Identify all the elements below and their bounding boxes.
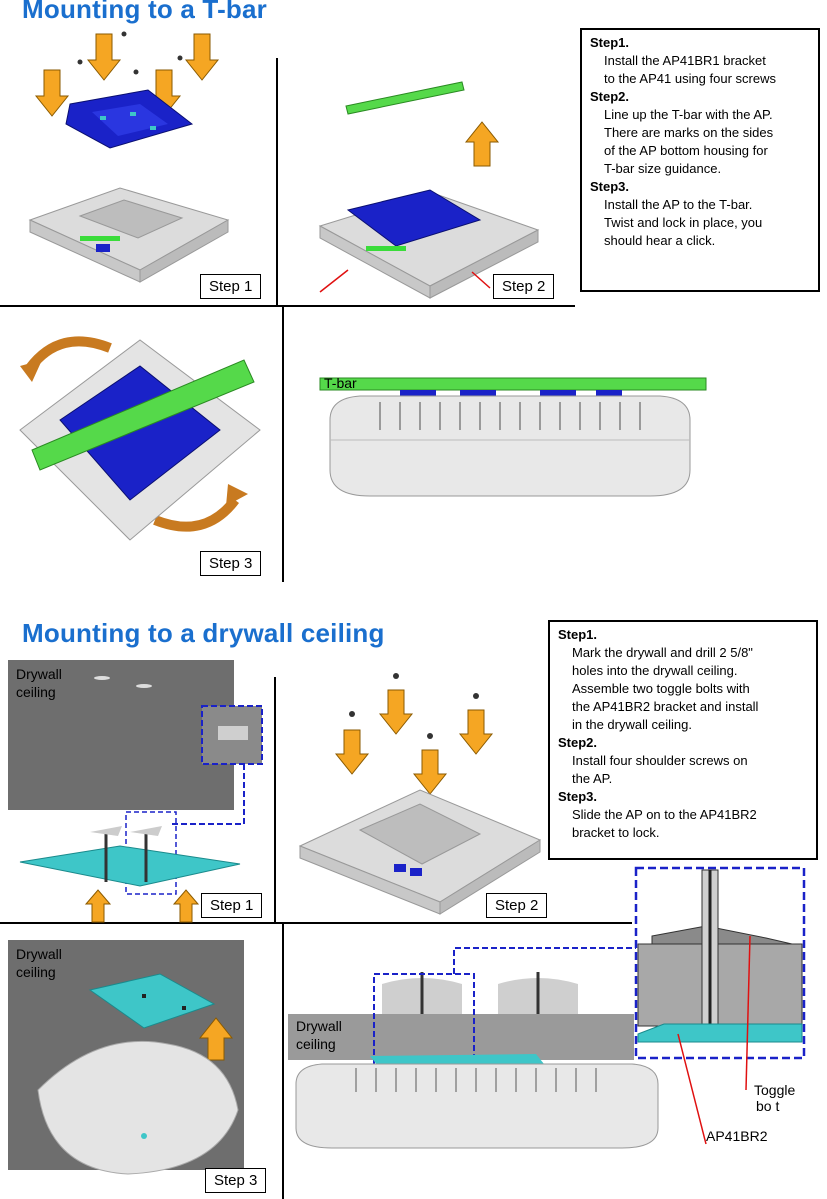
s1-step3-line3: should hear a click. <box>604 233 716 248</box>
s1-step2-line4: T-bar size guidance. <box>604 161 722 176</box>
s1-step1-line2: to the AP41 using four screws <box>604 71 776 86</box>
drywall-label-1a: Drywall <box>16 666 62 682</box>
s1-step3-line2: Twist and lock in place, you <box>604 215 763 230</box>
drywall-label-8b: ceiling <box>296 1036 336 1052</box>
panel5-illustration <box>19 676 263 923</box>
section2-steps-box: Step1. Mark the drywall and drill 2 5/8"… <box>548 620 818 860</box>
drywall-label-3b: ceiling <box>16 964 56 980</box>
divider-v-2a <box>274 677 276 922</box>
s2-step1-line5: in the drywall ceiling. <box>572 717 692 732</box>
section1-steps-box: Step1. Install the AP41BR1 bracket to th… <box>580 28 820 292</box>
divider-v-1b <box>282 307 284 582</box>
panel2-illustration <box>318 81 540 299</box>
panel1-illustration <box>28 31 230 283</box>
panel6-illustration <box>298 673 542 915</box>
divider-v-2b <box>282 924 284 1199</box>
panel8-illustration <box>288 866 806 1149</box>
section1-title: Mounting to a T-bar <box>22 0 267 24</box>
s1-step1-line1: Install the AP41BR1 bracket <box>604 53 766 68</box>
panel7-step-label: Step 3 <box>205 1168 267 1193</box>
s1-step2-line1: Line up the T-bar with the AP. <box>604 107 773 122</box>
tbar-label: T-bar <box>324 375 357 391</box>
panel4-illustration <box>319 377 707 497</box>
panel5-step-label: Step 1 <box>201 893 263 918</box>
s2-step2-label: Step2. <box>558 735 598 750</box>
s2-step1-line2: holes into the drywall ceiling. <box>572 663 738 678</box>
s2-step2-line1: Install four shoulder screws on <box>572 753 748 768</box>
panel3-illustration <box>19 336 261 541</box>
panel1-step-label: Step 1 <box>200 274 262 299</box>
drywall-label-3a: Drywall <box>16 946 62 962</box>
s2-step1-label: Step1. <box>558 627 598 642</box>
s1-step2-line2: There are marks on the sides <box>604 125 774 140</box>
s2-step2-line2: the AP. <box>572 771 613 786</box>
panel6-step-label: Step 2 <box>486 893 548 918</box>
s1-step3-label: Step3. <box>590 179 630 194</box>
drywall-panel-1 <box>8 660 234 810</box>
panel2-step-label: Step 2 <box>493 274 555 299</box>
drywall-label-8a: Drywall <box>296 1018 342 1034</box>
s1-step2-line3: of the AP bottom housing for <box>604 143 768 158</box>
divider-v-1a <box>276 58 278 305</box>
s2-step1-line1: Mark the drywall and drill 2 5/8" <box>572 645 753 660</box>
panel7-illustration <box>37 973 239 1175</box>
bracket-label: AP41BR2 <box>706 1128 768 1144</box>
toggle-label-b: bo t <box>756 1098 780 1114</box>
s2-step1-line3: Assemble two toggle bolts with <box>572 681 750 696</box>
toggle-label-a: Toggle <box>754 1082 796 1098</box>
s2-step3-line2: bracket to lock. <box>572 825 660 840</box>
s1-step3-line1: Install the AP to the T-bar. <box>604 197 753 212</box>
s1-step2-label: Step2. <box>590 89 630 104</box>
drywall-label-1b: ceiling <box>16 684 56 700</box>
s2-step3-line1: Slide the AP on to the AP41BR2 <box>572 807 757 822</box>
section2-title: Mounting to a drywall ceiling <box>22 618 385 648</box>
panel3-step-label: Step 3 <box>200 551 262 576</box>
divider-h-1 <box>0 305 575 307</box>
divider-h-2 <box>0 922 632 924</box>
s2-step3-label: Step3. <box>558 789 598 804</box>
s1-step1-label: Step1. <box>590 35 630 50</box>
s2-step1-line4: the AP41BR2 bracket and install <box>572 699 759 714</box>
